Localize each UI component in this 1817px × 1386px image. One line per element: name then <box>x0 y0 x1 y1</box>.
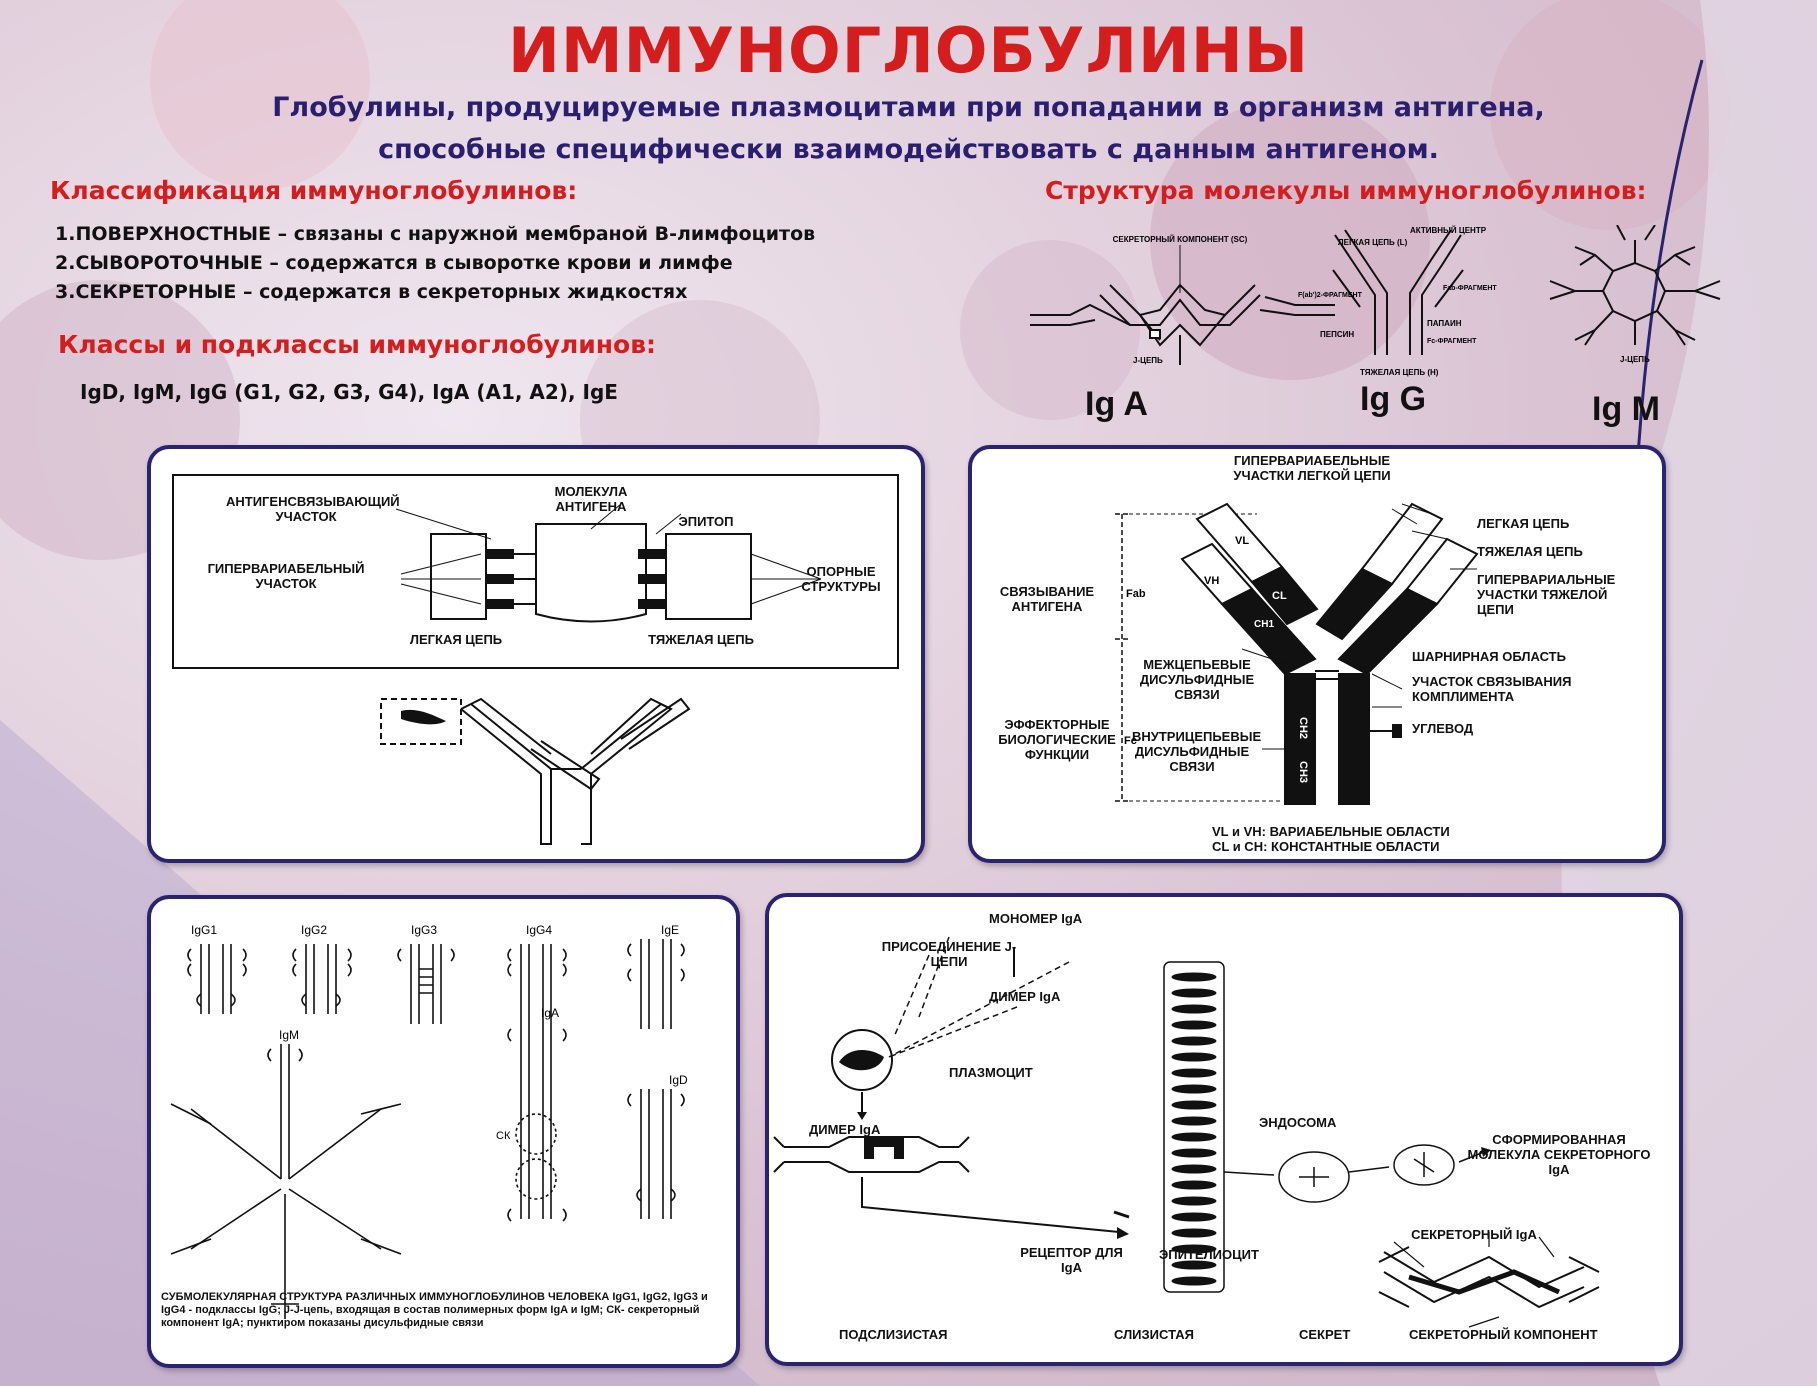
epitope-label: ЭПИТОП <box>678 514 734 529</box>
igm-label: IgM <box>279 1028 299 1042</box>
igg3-label: IgG3 <box>411 923 437 937</box>
ige-label: IgE <box>661 923 679 937</box>
hv-heavy-label: ГИПЕРВАРИАЛЬНЫЕ УЧАСТКИ ТЯЖЕЛОЙ ЦЕПИ <box>1477 572 1616 617</box>
structure-heading: Структура молекулы иммуноглобулинов: <box>1045 176 1647 205</box>
ck-label: СК <box>496 1130 511 1142</box>
classification-heading: Классификация иммуноглобулинов: <box>50 176 578 205</box>
receptor-label: РЕЦЕПТОР ДЛЯ IgA <box>1020 1245 1123 1275</box>
fab-label: Fab <box>1126 588 1146 600</box>
classification-item: 3.СЕКРЕТОРНЫЕ – содержатся в секреторных… <box>55 281 688 303</box>
binding-label: СВЯЗЫВАНИЕ АНТИГЕНА <box>999 584 1095 614</box>
igm-label: Ig M <box>1592 390 1660 428</box>
panel-ig-classes: IgG1 IgG2 IgG3 IgG4 IgE IgM IgA IgD СК С… <box>147 895 740 1368</box>
igg-domain-diagram: CH2 CH3 VL VH CL CH1 Fab Fc <box>1115 502 1479 805</box>
inter-ss-label: МЕЖЦЕПЬЕВЫЕ ДИСУЛЬФИДНЫЕ СВЯЗИ <box>1139 657 1255 702</box>
dimer2-label: ДИМЕР IgA <box>809 1122 881 1137</box>
effector-label: ЭФФЕКТОРНЫЕ БИОЛОГИЧЕСКИЕ ФУНКЦИИ <box>998 717 1116 762</box>
secret-label: СЕКРЕТ <box>1299 1327 1351 1342</box>
iga-label: IgA <box>541 1006 559 1020</box>
igg1-label: IgG1 <box>191 923 217 937</box>
vh-label: VH <box>1204 575 1219 587</box>
igg-fab-label: Fab-ФРАГМЕНТ <box>1443 285 1497 292</box>
iga-label: Ig A <box>1085 385 1148 423</box>
light-chain-label: ЛЕГКАЯ ЦЕПЬ <box>1477 516 1570 531</box>
igg-structure <box>1332 229 1464 355</box>
secretory-iga-diagram <box>773 936 1600 1328</box>
ch1-label: CH1 <box>1254 619 1274 630</box>
fc-label: Fc <box>1124 735 1137 747</box>
ig-classes-diagram: IgG1 IgG2 IgG3 IgG4 IgE IgM IgA IgD СК <box>170 923 688 1319</box>
subtitle-line-2: способные специфически взаимодействовать… <box>378 134 1439 165</box>
intra-ss-label: ВНУТРИЦЕПЬЕВЫЕ ДИСУЛЬФИДНЫЕ СВЯЗИ <box>1132 729 1262 774</box>
subtitle-line-1: Глобулины, продуцируемые плазмоцитами пр… <box>272 92 1545 123</box>
carbohydrate-label: УГЛЕВОД <box>1412 721 1474 736</box>
mucosa-label: СЛИЗИСТАЯ <box>1114 1327 1194 1342</box>
igg-active-label: АКТИВНЫЙ ЦЕНТР <box>1410 226 1487 235</box>
iga-j-label: J-ЦЕПЬ <box>1133 356 1163 365</box>
submucosa-label: ПОДСЛИЗИСТАЯ <box>839 1327 948 1342</box>
igg-heavy-label: ТЯЖЕЛАЯ ЦЕПЬ (H) <box>1360 368 1439 377</box>
antigen-binding-diagram <box>172 474 899 845</box>
heavy-chain-label: ТЯЖЕЛАЯ ЦЕПЬ <box>1477 544 1583 559</box>
secretory-component-label: СЕКРЕТОРНЫЙ КОМПОНЕНТ <box>1409 1327 1598 1342</box>
panel-secretory-iga: МОНОМЕР IgA ПРИСОЕДИНЕНИЕ J-ЦЕПИ ДИМЕР I… <box>765 893 1683 1366</box>
complement-label: УЧАСТОК СВЯЗЫВАНИЯ КОМПЛИМЕНТА <box>1412 674 1572 704</box>
vl-label: VL <box>1235 535 1249 547</box>
igg-fc-label: Fc-ФРАГМЕНТ <box>1427 338 1477 345</box>
support-structures-label: ОПОРНЫЕ СТРУКТУРЫ <box>801 564 881 594</box>
ch3-label: CH3 <box>1297 761 1309 783</box>
igg-papain-label: ПАПАИН <box>1427 319 1462 328</box>
monomer-label: МОНОМЕР IgA <box>989 911 1083 926</box>
hv-light-label: ГИПЕРВАРИАБЕЛЬНЫЕ УЧАСТКИ ЛЕГКОЙ ЦЕПИ <box>1233 453 1391 483</box>
hypervariable-label: ГИПЕРВАРИАБЕЛЬНЫЙ УЧАСТОК <box>207 561 365 591</box>
panel-igg-domains: CH2 CH3 VL VH CL CH1 Fab Fc ГИПЕРВАРИАБЕ… <box>968 445 1666 863</box>
heavy-chain-label: ТЯЖЕЛАЯ ЦЕПЬ <box>648 632 754 647</box>
iga-structure <box>1030 283 1335 365</box>
constant-note: CL и CH: КОНСТАНТНЫЕ ОБЛАСТИ <box>1212 839 1440 854</box>
structure-diagrams: СЕКРЕТОРНЫЙ КОМПОНЕНТ (SC) J-ЦЕПЬ АКТИВН… <box>1030 225 1721 377</box>
secretory-iga-label: СЕКРЕТОРНЫЙ IgA <box>1411 1227 1537 1242</box>
iga-sc-label: СЕКРЕТОРНЫЙ КОМПОНЕНТ (SC) <box>1113 235 1248 244</box>
classes-list: IgD, IgM, IgG (G1, G2, G3, G4), IgA (A1,… <box>80 380 618 404</box>
light-chain-label: ЛЕГКАЯ ЦЕПЬ <box>409 632 503 647</box>
page-title: ИММУНОГЛОБУЛИНЫ <box>508 14 1309 87</box>
plasmocyte-label: ПЛАЗМОЦИТ <box>949 1065 1033 1080</box>
hinge-label: ШАРНИРНАЯ ОБЛАСТЬ <box>1412 649 1566 664</box>
igm-j-label: J-ЦЕПЬ <box>1620 355 1650 364</box>
igg4-label: IgG4 <box>526 923 552 937</box>
epithelial-label: ЭПИТЕЛИОЦИТ <box>1159 1247 1259 1262</box>
j-attach-label: ПРИСОЕДИНЕНИЕ J-ЦЕПИ <box>881 939 1017 969</box>
classification-item: 2.СЫВОРОТОЧНЫЕ – содержатся в сыворотке … <box>55 252 733 274</box>
ch2-label: CH2 <box>1297 717 1309 739</box>
antigen-site-label: АНТИГЕНСВЯЗЫВАЮЩИЙ УЧАСТОК <box>226 494 400 524</box>
cl-label: CL <box>1272 590 1287 602</box>
panel-antigen-binding: АНТИГЕНСВЯЗЫВАЮЩИЙ УЧАСТОК МОЛЕКУЛА АНТИ… <box>147 445 925 863</box>
igg-fab2-label: F(ab')2-ФРАГМЕНТ <box>1298 292 1363 299</box>
dimer1-label: ДИМЕР IgA <box>989 989 1061 1004</box>
igg-label: Ig G <box>1360 380 1427 418</box>
endosome-label: ЭНДОСОМА <box>1259 1115 1337 1130</box>
igg2-label: IgG2 <box>301 923 327 937</box>
variable-note: VL и VH: ВАРИАБЕЛЬНЫЕ ОБЛАСТИ <box>1212 824 1450 839</box>
classes-heading: Классы и подклассы иммуноглобулинов: <box>58 330 657 359</box>
classification-list: 1.ПОВЕРХНОСТНЫЕ – связаны с наружной мем… <box>55 220 815 307</box>
igg-pepsin-label: ПЕПСИН <box>1320 330 1354 339</box>
antigen-molecule-label: МОЛЕКУЛА АНТИГЕНА <box>554 484 628 514</box>
igm-structure <box>1549 225 1721 346</box>
classification-item: 1.ПОВЕРХНОСТНЫЕ – связаны с наружной мем… <box>55 223 816 245</box>
classes-caption: СУБМОЛЕКУЛЯРНАЯ СТРУКТУРА РАЗЛИЧНЫХ ИММУ… <box>161 1291 708 1329</box>
formed-molecule-label: СФОРМИРОВАННАЯ МОЛЕКУЛА СЕКРЕТОРНОГО IgA <box>1467 1132 1651 1177</box>
igg-light-label: ЛЕГКАЯ ЦЕПЬ (L) <box>1338 238 1408 247</box>
igd-label: IgD <box>669 1073 688 1087</box>
